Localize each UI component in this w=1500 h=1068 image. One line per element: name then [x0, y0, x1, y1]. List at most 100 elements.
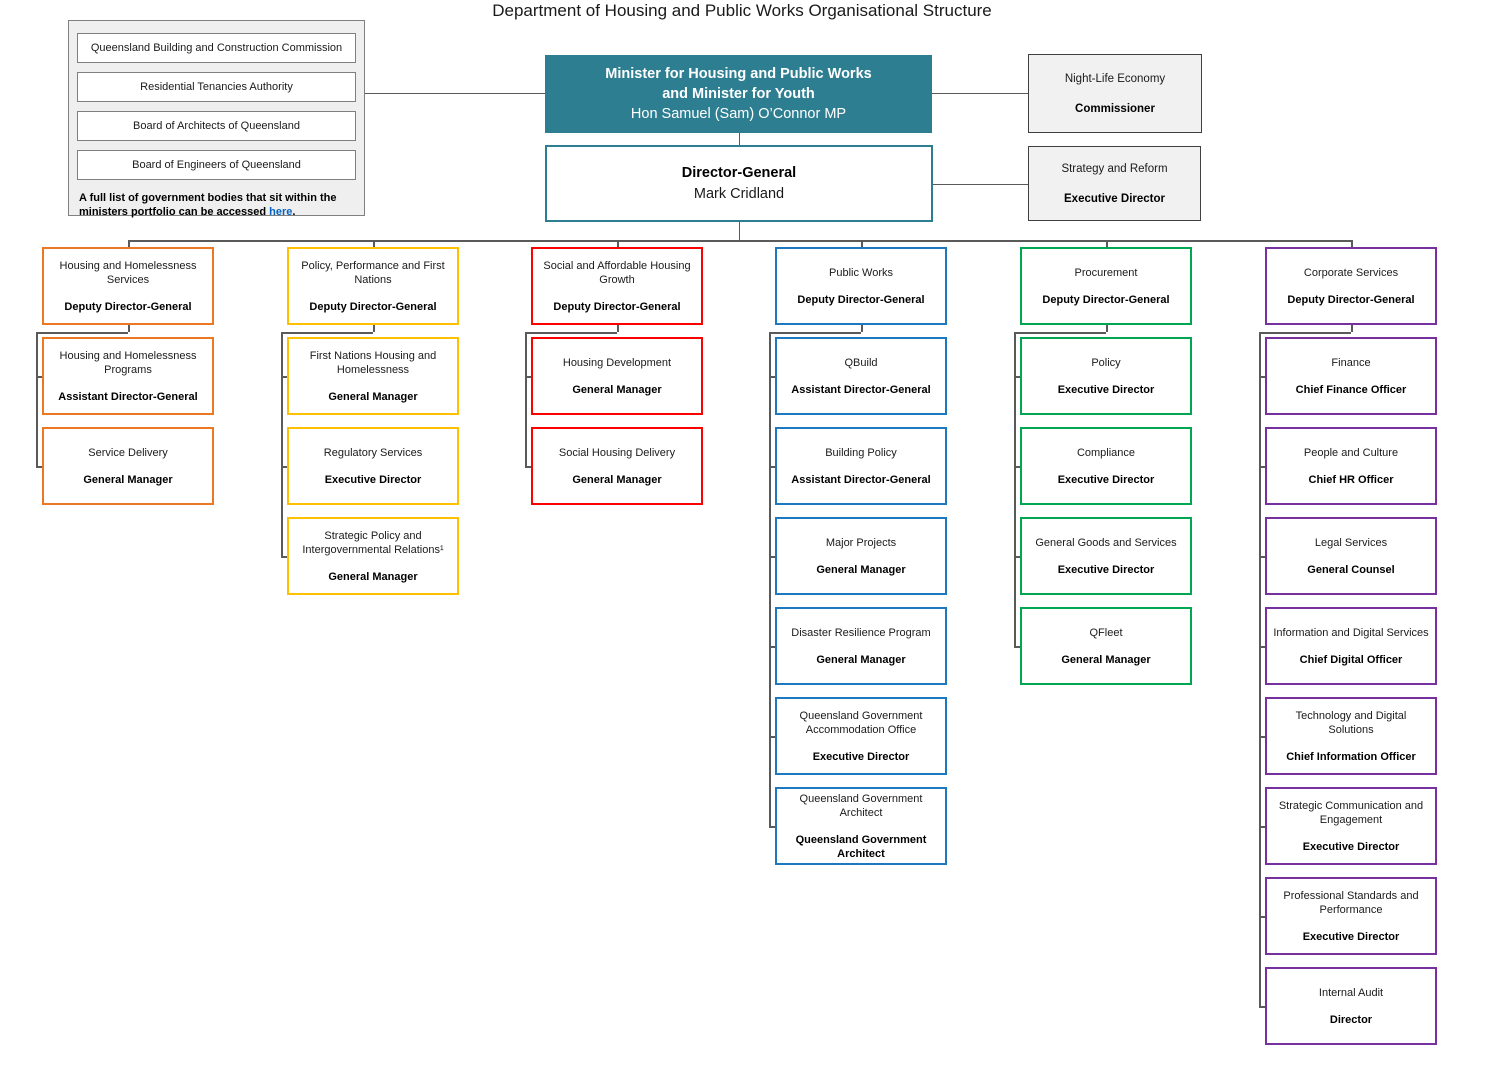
child-stub-line	[1259, 916, 1265, 918]
role-title: Executive Director	[1302, 840, 1400, 853]
unit-name: Service Delivery	[88, 446, 168, 459]
role-title: General Manager	[572, 473, 662, 486]
child-stub-line	[525, 466, 531, 468]
unit-name: Policy	[1091, 356, 1121, 369]
parent-elbow-line	[281, 332, 373, 334]
unit-name: Corporate Services	[1303, 266, 1399, 279]
child-stub-line	[769, 826, 775, 828]
portfolio-body-item: Board of Architects of Queensland	[77, 111, 356, 141]
child-stub-line	[1259, 556, 1265, 558]
parent-stub-line	[1106, 325, 1108, 332]
role-title: Chief Finance Officer	[1295, 383, 1407, 396]
parent-elbow-line	[36, 332, 128, 334]
unit-name: Housing and Homelessness Services	[59, 259, 197, 286]
rail-drop-line	[1106, 240, 1108, 247]
child-stub-line	[1259, 376, 1265, 378]
child-stub-line	[769, 556, 775, 558]
unit-name: QFleet	[1089, 626, 1123, 639]
dg-drop-line	[738, 222, 740, 240]
unit-name: Legal Services	[1314, 536, 1388, 549]
role-title: Executive Director	[1057, 383, 1155, 396]
child-stub-line	[1014, 376, 1020, 378]
dg-to-strategy-line	[933, 183, 1028, 185]
role-title: Executive Director	[1302, 930, 1400, 943]
column-rail-line	[1014, 332, 1016, 646]
role-title: Assistant Director-General	[58, 390, 198, 403]
parent-elbow-line	[1014, 332, 1106, 334]
unit-name: Disaster Resilience Program	[791, 626, 931, 639]
unit-name: Policy, Performance and First Nations	[301, 259, 445, 286]
role-title: Director	[1329, 1013, 1373, 1026]
parent-stub-line	[861, 325, 863, 332]
child-stub-line	[1259, 466, 1265, 468]
unit-name: Compliance	[1076, 446, 1136, 459]
rail-drop-line	[617, 240, 619, 247]
parent-stub-line	[373, 325, 375, 332]
parent-stub-line	[617, 325, 619, 332]
strategy-and-reform-box: Strategy and Reform Executive Director	[1028, 146, 1201, 221]
unit-name: Regulatory Services	[323, 446, 423, 459]
unit-name: First Nations Housing and Homelessness	[309, 349, 437, 376]
role-title: Executive Director	[812, 750, 910, 763]
unit-name: Queensland Government Accommodation Offi…	[799, 709, 923, 736]
role-title: Deputy Director-General	[553, 300, 681, 313]
unit-name: Public Works	[829, 266, 893, 279]
top-rail-line	[128, 240, 1351, 242]
unit-name: Strategic Policy and Intergovernmental R…	[302, 529, 444, 556]
child-stub-line	[36, 376, 42, 378]
unit-name: Housing Development	[562, 356, 672, 369]
org-box-queensland-government-accommodation-office: Queensland Government Accommodation Offi…	[775, 697, 947, 775]
parent-stub-line	[128, 325, 130, 332]
child-stub-line	[1259, 646, 1265, 648]
child-stub-line	[1014, 646, 1020, 648]
role-title: Assistant Director-General	[791, 383, 931, 396]
role-title: Executive Director	[1057, 563, 1155, 576]
child-stub-line	[1014, 466, 1020, 468]
child-stub-line	[281, 376, 287, 378]
minister-to-nightlife-line	[932, 92, 1028, 94]
role-title: Queensland Government Architect	[795, 833, 927, 860]
unit-name: QBuild	[844, 356, 878, 369]
portfolio-to-minister-line	[365, 92, 545, 94]
minister-box: Minister for Housing and Public Works an…	[545, 55, 932, 133]
rail-drop-line	[1351, 240, 1353, 247]
role-title: General Manager	[572, 383, 662, 396]
role-title: General Manager	[816, 653, 906, 666]
portfolio-body-item: Residential Tenancies Authority	[77, 72, 356, 102]
rail-drop-line	[128, 240, 130, 247]
child-stub-line	[281, 556, 287, 558]
column-rail-line	[36, 332, 38, 466]
unit-name: General Goods and Services	[1035, 536, 1177, 549]
role-title: General Manager	[816, 563, 906, 576]
unit-name: Major Projects	[825, 536, 897, 549]
portfolio-note-link[interactable]: here	[269, 206, 293, 218]
minister-title-line1: Minister for Housing and Public Works	[605, 66, 872, 82]
role-title: Assistant Director-General	[791, 473, 931, 486]
portfolio-body-item: Board of Engineers of Queensland	[77, 150, 356, 180]
unit-name: Housing and Homelessness Programs	[59, 349, 197, 376]
unit-name: Information and Digital Services	[1273, 626, 1429, 639]
director-general-box: Director-General Mark Cridland	[545, 145, 933, 222]
role-title: Deputy Director-General	[797, 293, 925, 306]
unit-name: Procurement	[1074, 266, 1138, 279]
